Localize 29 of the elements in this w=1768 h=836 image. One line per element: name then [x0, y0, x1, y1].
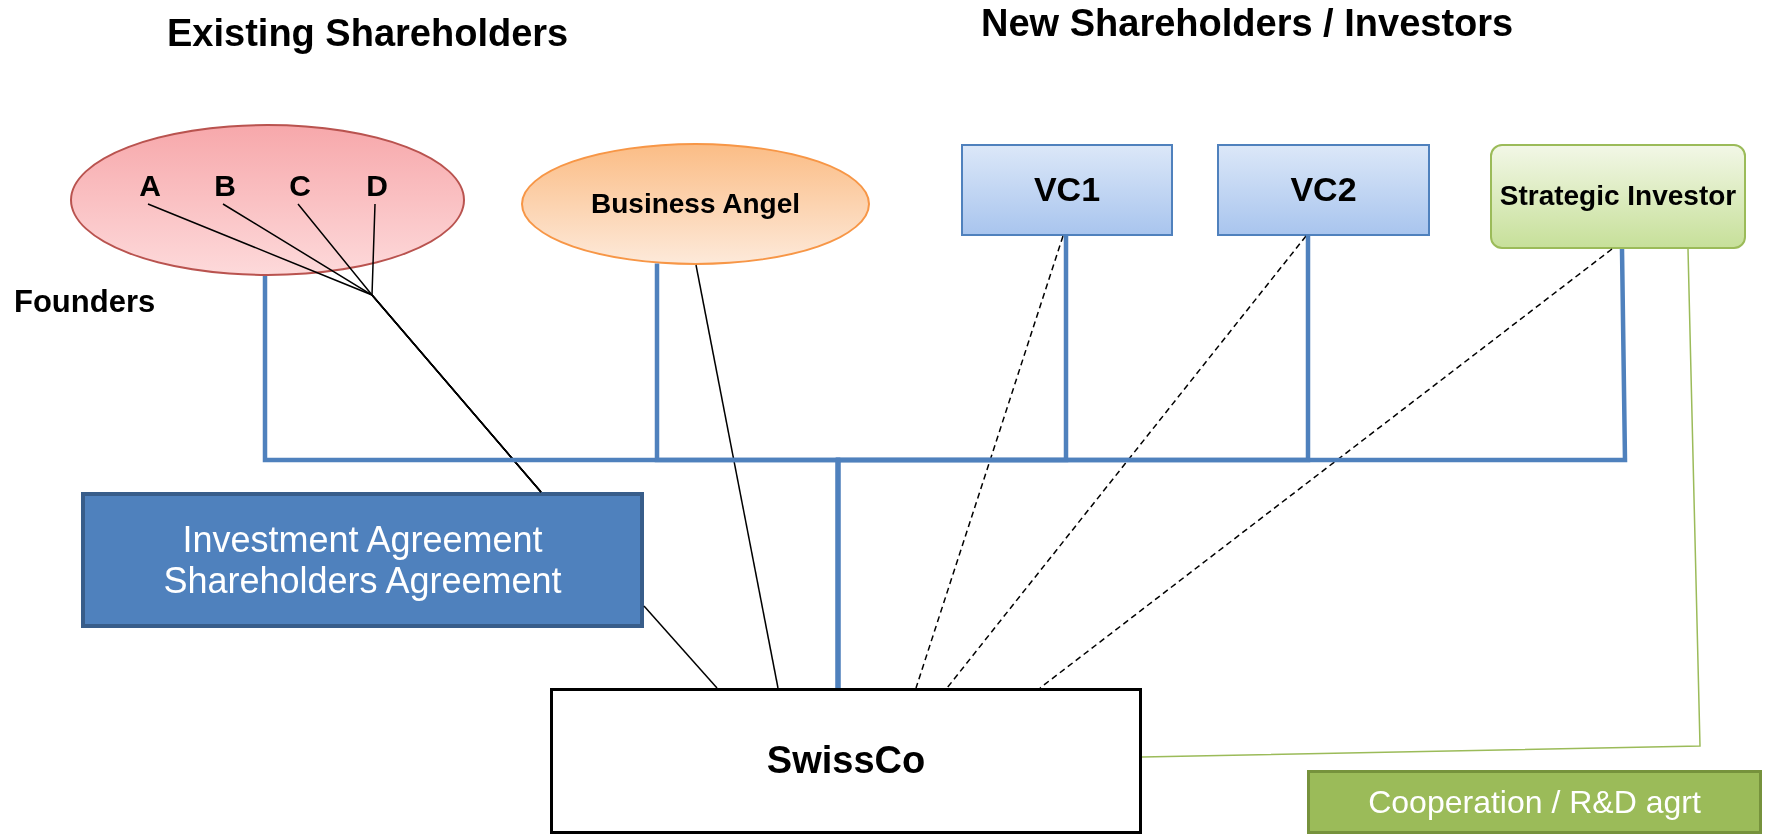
- node-text: Investment Agreement: [182, 518, 543, 560]
- connector-line: [1141, 248, 1701, 758]
- node-text: VC2: [1290, 170, 1357, 210]
- founder-label: C: [284, 166, 316, 206]
- investor-box: [1217, 144, 1430, 236]
- company-box: [550, 688, 1142, 834]
- founder-label: B: [209, 166, 241, 206]
- founder-label: D: [361, 166, 393, 206]
- node-text: VC1: [1033, 170, 1101, 210]
- node-text: Business Angel: [591, 187, 800, 221]
- connector-line: [695, 264, 779, 689]
- agreement-box: [81, 492, 644, 628]
- node-text: Strategic Investor: [1499, 180, 1737, 213]
- connector-line: [835, 248, 1628, 688]
- dashed-line: [915, 235, 1064, 689]
- node-text: SwissCo: [766, 739, 926, 783]
- agreement-box: [1307, 770, 1762, 834]
- investor-box: [1490, 144, 1746, 249]
- dashed-line: [1039, 248, 1613, 689]
- heading: Existing Shareholders: [167, 12, 569, 55]
- heading: New Shareholders / Investors: [981, 2, 1514, 45]
- investor-box: [961, 144, 1173, 236]
- connector-line: [371, 203, 542, 493]
- connector-line: [643, 605, 718, 689]
- dashed-line: [946, 235, 1307, 689]
- founder-label: A: [134, 166, 166, 206]
- node-caption: Founders: [14, 284, 156, 320]
- node-text: Shareholders Agreement: [163, 560, 562, 602]
- node-text: Cooperation / R&D agrt: [1368, 783, 1701, 821]
